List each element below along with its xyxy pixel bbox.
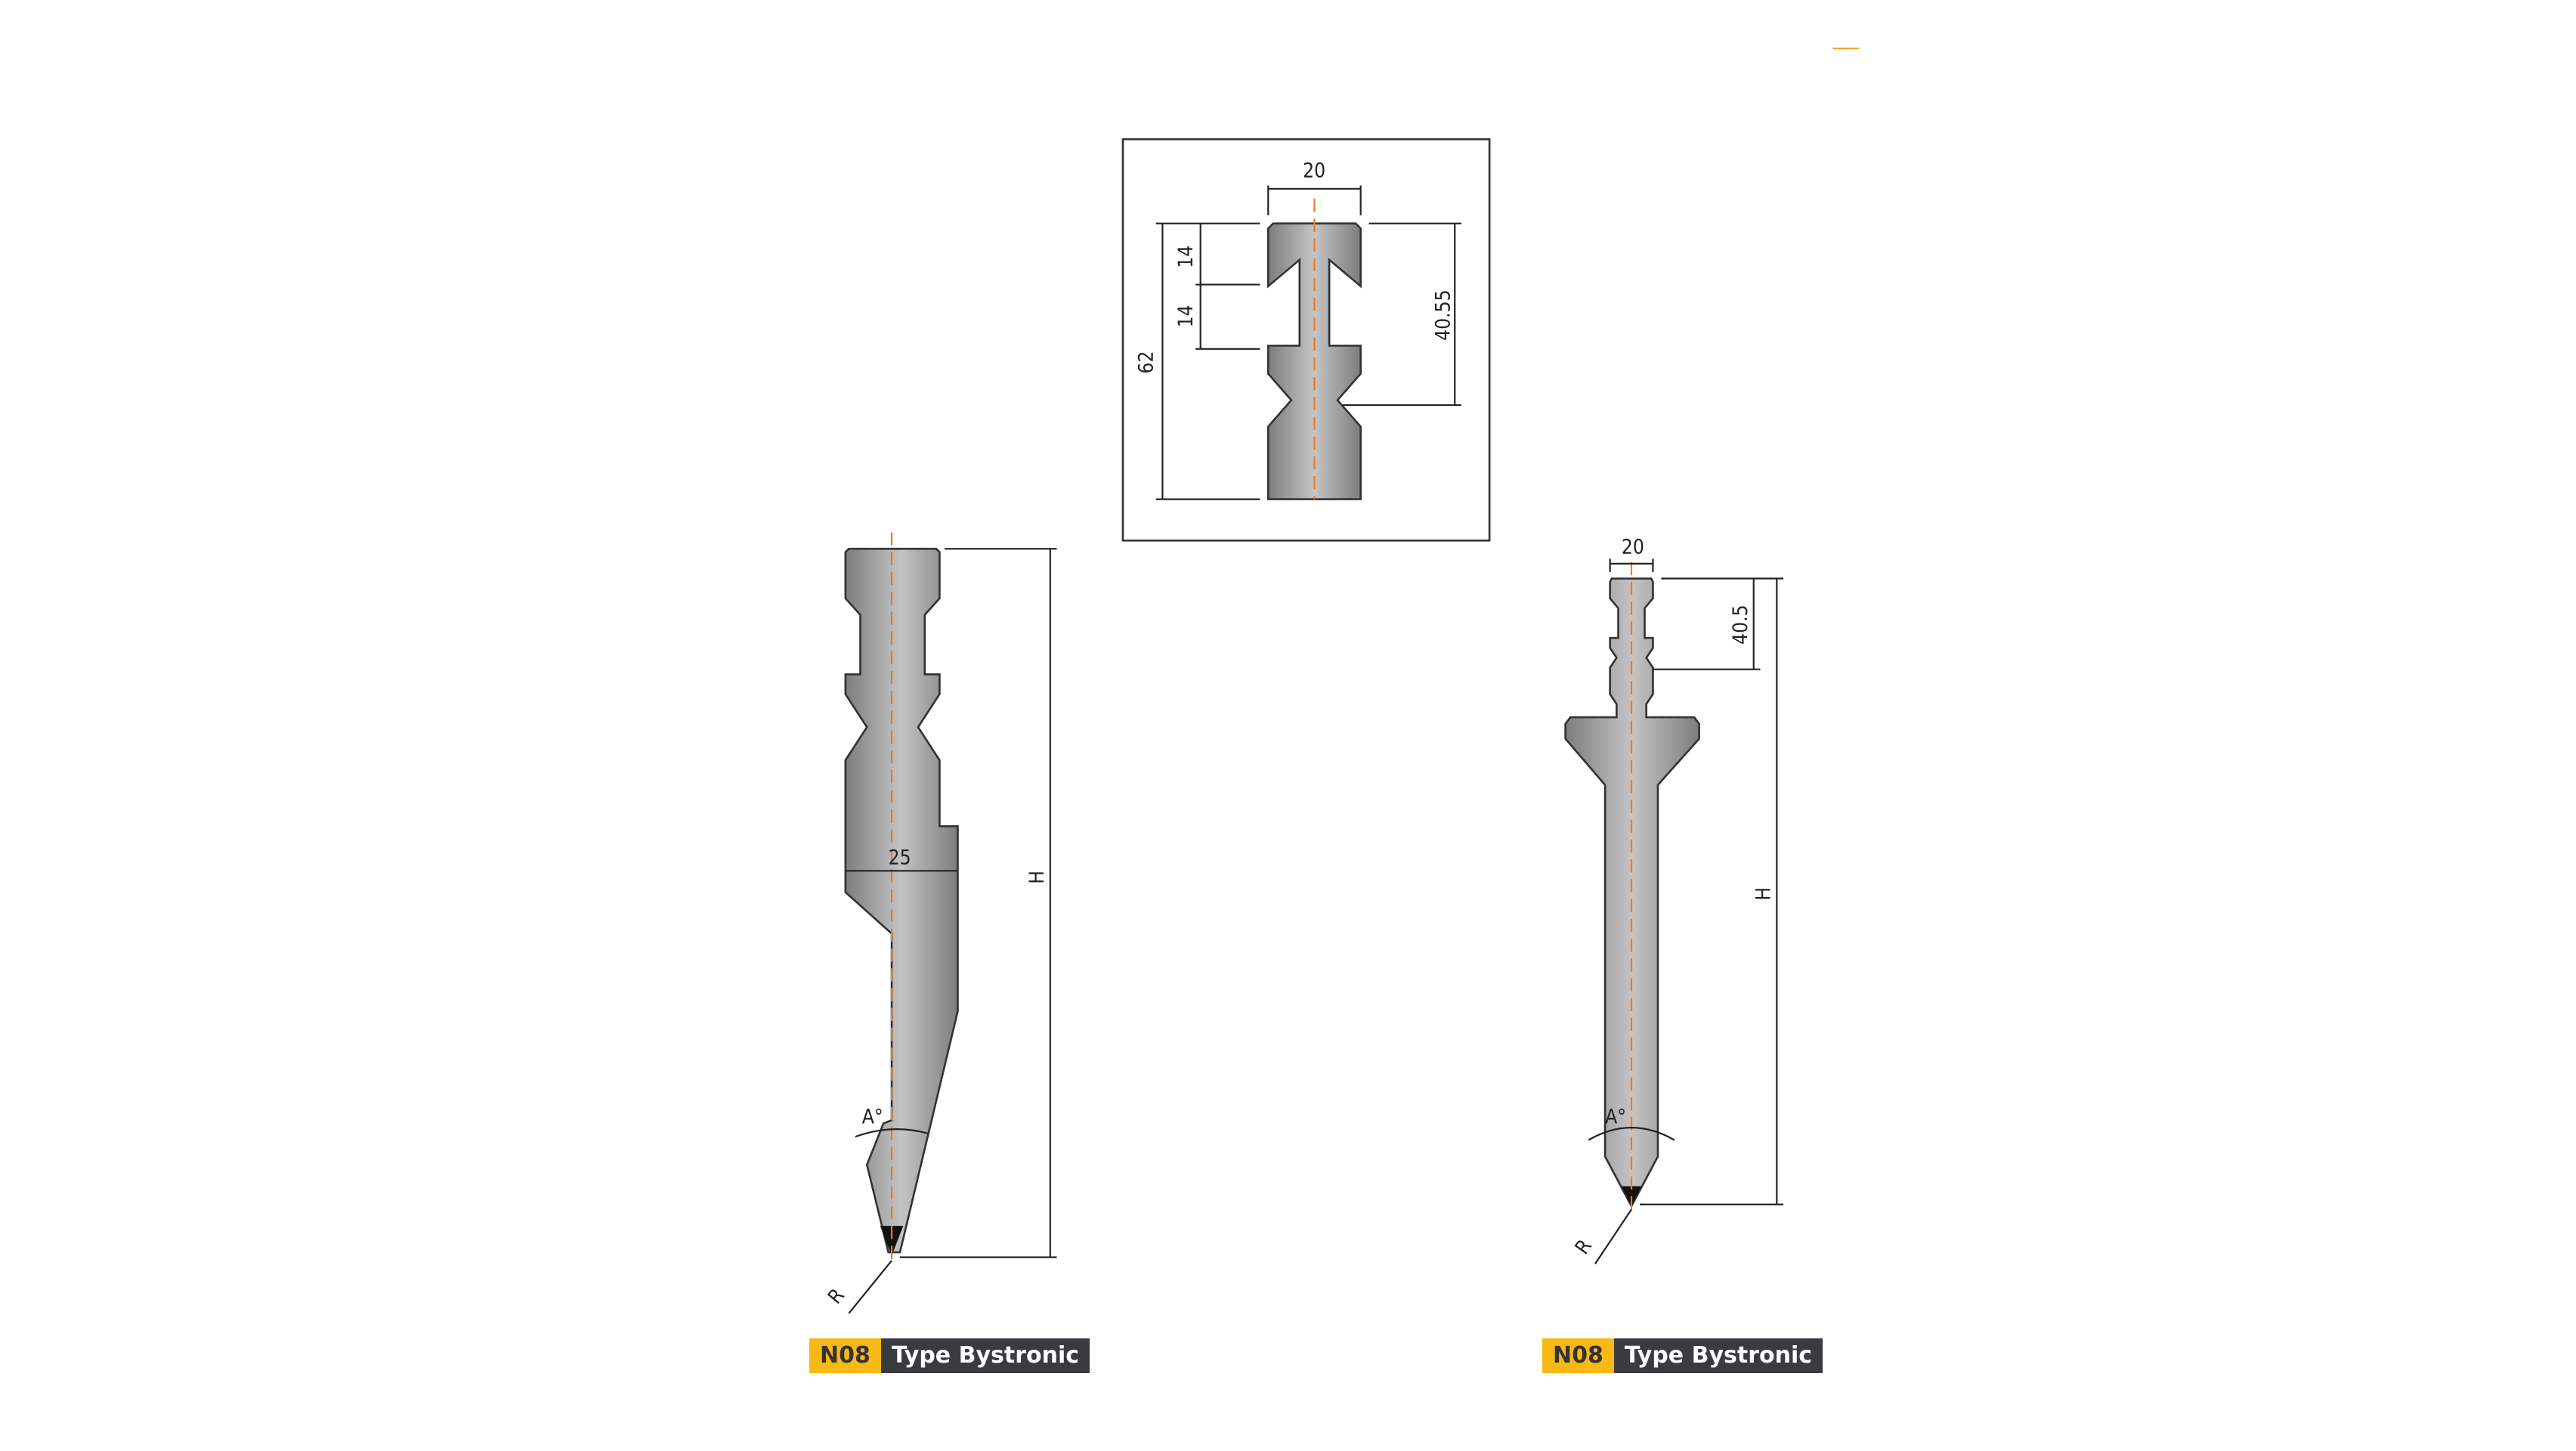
tool-code-badge: N08 bbox=[809, 1338, 881, 1373]
left-width-dim: 25 bbox=[889, 847, 911, 870]
right-radius-dim: R bbox=[1571, 1236, 1597, 1259]
left-tool-drawing: H 25 A° R bbox=[824, 532, 1057, 1314]
tool-type-badge: Type Bystronic bbox=[1613, 1338, 1823, 1373]
detail-notch-dim: 40.55 bbox=[1433, 289, 1455, 341]
detail-view: 20 62 14 14 40.55 bbox=[1121, 138, 1491, 542]
left-tool-label: N08 Type Bystronic bbox=[809, 1338, 1090, 1373]
right-height-dim: H bbox=[1753, 887, 1776, 901]
detail-h1-dim: 14 bbox=[1175, 246, 1198, 268]
right-tool-label: N08 Type Bystronic bbox=[1542, 1338, 1823, 1373]
detail-width-dim: 20 bbox=[1303, 159, 1325, 182]
left-radius-dim: R bbox=[824, 1285, 849, 1309]
left-angle-dim: A° bbox=[862, 1106, 883, 1129]
right-tool-drawing: 20 40.5 H A° R bbox=[1564, 537, 1784, 1264]
right-notch-dim: 40.5 bbox=[1730, 605, 1752, 645]
right-angle-dim: A° bbox=[1605, 1106, 1626, 1129]
detail-h2-dim: 14 bbox=[1175, 305, 1198, 327]
right-width-dim: 20 bbox=[1622, 537, 1644, 559]
detail-total-dim: 62 bbox=[1135, 351, 1158, 374]
tool-code-badge: N08 bbox=[1542, 1338, 1614, 1373]
left-height-dim: H bbox=[1026, 871, 1049, 884]
left-tool-shape bbox=[844, 547, 959, 1254]
tool-type-badge: Type Bystronic bbox=[880, 1338, 1090, 1373]
